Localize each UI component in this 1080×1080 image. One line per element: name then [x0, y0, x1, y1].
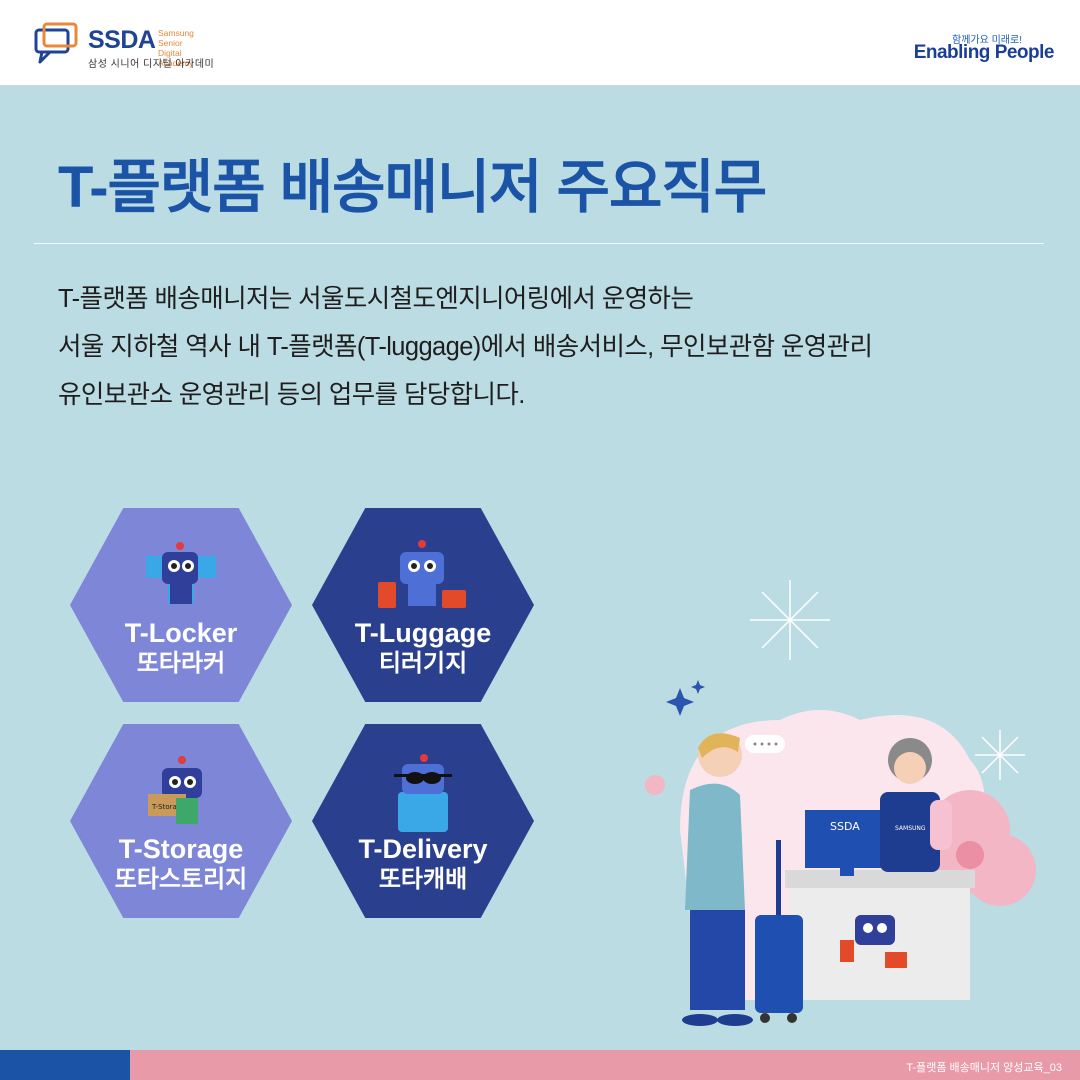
title-divider	[34, 243, 1044, 244]
description: T-플랫폼 배송매니저는 서울도시철도엔지니어링에서 운영하는 서울 지하철 역…	[58, 275, 873, 419]
sparkle-icon	[750, 580, 1025, 780]
service-name-kr: 또타라커	[136, 650, 226, 677]
hex-label: T-Delivery 또타캐배	[312, 834, 534, 896]
chat-bubble-logo-icon	[34, 22, 78, 64]
service-name-kr: 티러기지	[378, 650, 468, 677]
description-line: T-플랫폼 배송매니저는 서울도시철도엔지니어링에서 운영하는	[58, 285, 694, 313]
service-desk-illustration: SSDA SAMSUNG	[645, 580, 1036, 1026]
service-name-kr: 또타캐배	[378, 866, 468, 893]
mascot-locker-icon	[146, 542, 216, 604]
box-label: T-Storage	[151, 803, 186, 811]
mascot-storage-icon: T-Storage	[148, 756, 202, 824]
logo-subtitle: 삼성 시니어 디지털 아카데미	[88, 59, 215, 70]
mascot-delivery-icon	[394, 754, 452, 832]
description-line: 서울 지하철 역사 내 T-플랫폼(T-luggage)에서 배송서비스, 무인…	[58, 333, 873, 361]
service-hex-t-luggage: T-Luggage 티러기지	[312, 508, 534, 702]
footer-bar-pink	[130, 1050, 1080, 1080]
monitor-label: SSDA	[830, 820, 860, 833]
tagline-korean: 함께가요 미래로!	[952, 35, 1022, 46]
footer-bar-blue	[0, 1050, 130, 1080]
service-name-en: T-Locker	[124, 618, 238, 648]
service-name-en: T-Luggage	[354, 618, 492, 648]
service-hex-t-locker: T-Locker 또타라커	[70, 508, 292, 702]
header: SSDA Samsung Senior Digital Academy 삼성 시…	[0, 0, 1080, 86]
hex-label: T-Luggage 티러기지	[312, 618, 534, 680]
service-name-kr: 또타스토리지	[114, 866, 248, 893]
logo-small-text: Samsung Senior Digital Academy	[158, 28, 194, 68]
footer-page-label: T-플랫폼 배송매니저 양성교육_03	[906, 1062, 1062, 1074]
service-name-en: T-Storage	[118, 834, 244, 864]
service-name-en: T-Delivery	[358, 834, 488, 864]
apron-label: SAMSUNG	[895, 825, 926, 832]
service-hex-t-storage: T-Storage T-Storage 또타스토리지	[70, 724, 292, 918]
mascot-luggage-icon	[378, 540, 466, 608]
hex-label: T-Locker 또타라커	[70, 618, 292, 680]
tagline-english: Enabling People	[913, 42, 1055, 63]
logo-title: SSDA	[88, 26, 156, 54]
page-title: T-플랫폼 배송매니저 주요직무	[58, 155, 767, 220]
hex-label: T-Storage 또타스토리지	[70, 834, 292, 896]
description-line: 유인보관소 운영관리 등의 업무를 담당합니다.	[58, 381, 525, 409]
service-hex-t-delivery: T-Delivery 또타캐배	[312, 724, 534, 918]
